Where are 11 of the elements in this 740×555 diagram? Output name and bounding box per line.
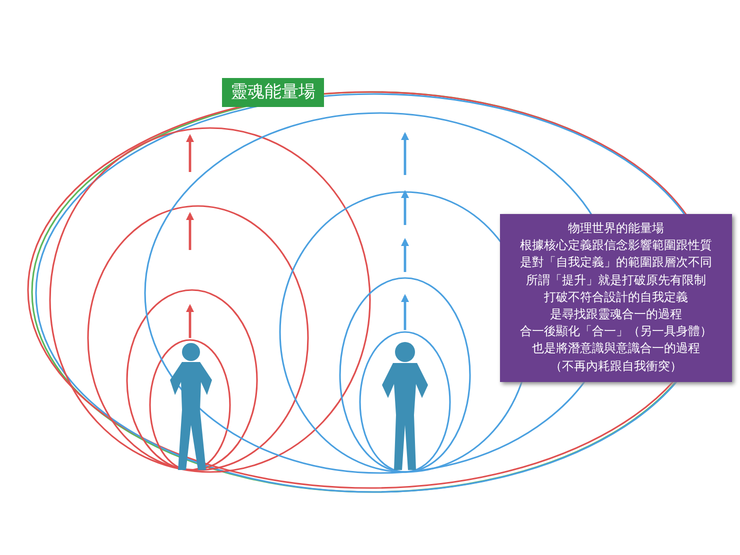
note-line: 打破不符合設計的自我定義	[543, 288, 689, 306]
note-line: 是對「自我定義」的範圍跟層次不同	[519, 254, 713, 272]
note-line: 物理世界的能量場	[567, 220, 665, 237]
note-line: 所謂「提升」就是打破原先有限制	[525, 272, 707, 289]
note-line: （不再內耗跟自我衝突）	[549, 358, 683, 375]
field-label: 靈魂能量場	[222, 78, 324, 107]
note-line: 根據核心定義跟信念影響範圍跟性質	[519, 237, 713, 254]
note-line: 合一後顯化「合一」（另一具身體）	[519, 323, 713, 340]
note-line: 也是將潛意識與意識合一的過程	[531, 340, 701, 358]
note-line: 是尋找跟靈魂合一的過程	[549, 306, 683, 324]
note-box	[500, 214, 732, 382]
